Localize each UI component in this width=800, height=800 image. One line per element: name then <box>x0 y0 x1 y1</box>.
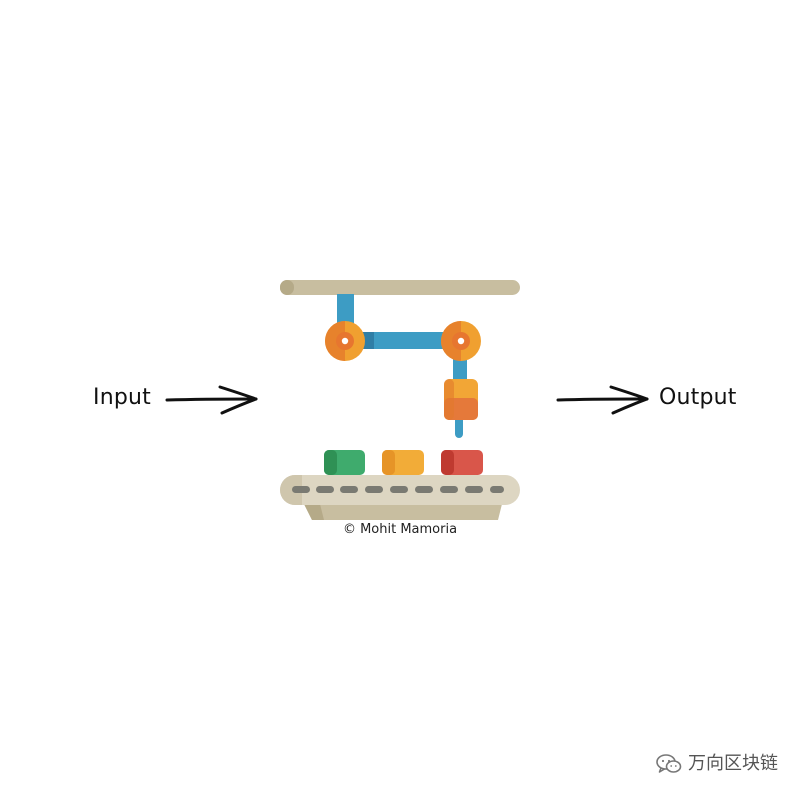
box-orange <box>382 450 424 475</box>
input-label: Input <box>93 385 151 410</box>
watermark: 万向区块链 <box>656 752 778 776</box>
conveyor-base <box>304 504 502 520</box>
gripper <box>444 379 478 420</box>
wechat-icon <box>656 754 682 773</box>
copyright-credit: © Mohit Mamoria <box>342 522 458 537</box>
robotic-arm-illustration <box>280 280 520 520</box>
right-joint <box>441 321 481 361</box>
input-arrow-icon <box>165 385 258 415</box>
conveyor-belt <box>280 475 520 505</box>
box-red <box>441 450 483 475</box>
watermark-text: 万向区块链 <box>688 753 778 774</box>
ceiling-rail <box>280 280 520 295</box>
output-arrow-icon <box>556 385 649 415</box>
output-label: Output <box>659 385 737 410</box>
box-green <box>324 450 365 475</box>
left-joint <box>325 321 365 361</box>
